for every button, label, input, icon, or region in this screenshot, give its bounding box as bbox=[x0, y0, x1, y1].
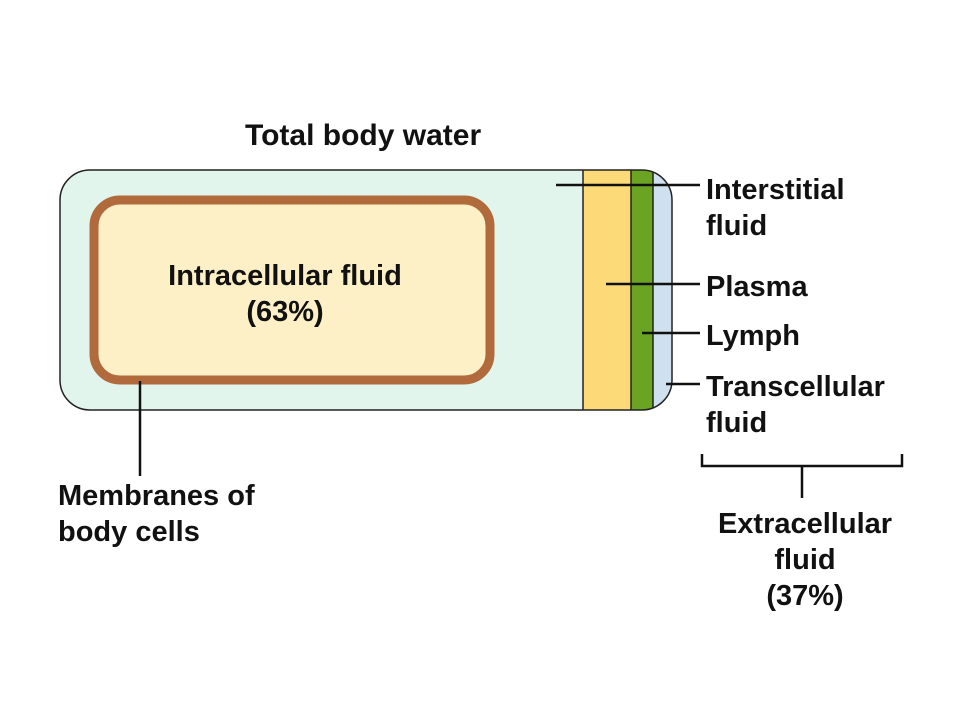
extracellular-percent: (37%) bbox=[766, 580, 844, 612]
lymph-label: Lymph bbox=[706, 320, 800, 352]
extracellular-line2: fluid bbox=[774, 544, 836, 576]
transcellular-line2: fluid bbox=[706, 407, 768, 439]
intracellular-percent: (63%) bbox=[246, 296, 324, 328]
interstitial-line2: fluid bbox=[706, 210, 768, 242]
membranes-label: Membranes of body cells bbox=[58, 478, 255, 550]
transcellular-band bbox=[653, 170, 672, 410]
extracellular-line1: Extracellular bbox=[717, 508, 893, 540]
plasma-band bbox=[583, 170, 631, 410]
transcellular-line1: Transcellular bbox=[706, 371, 885, 403]
extracellular-bracket bbox=[700, 454, 904, 498]
intracellular-name: Intracellular fluid bbox=[168, 260, 402, 292]
transcellular-fluid-label: Transcellular fluid bbox=[706, 369, 885, 441]
total-body-water-box bbox=[59, 169, 673, 411]
extracellular-fluid-label: Extracellular fluid (37%) bbox=[700, 506, 910, 614]
interstitial-line1: Interstitial bbox=[706, 174, 845, 206]
lymph-band bbox=[631, 170, 653, 410]
diagram-title: Total body water bbox=[245, 119, 482, 152]
interstitial-fluid-label: Interstitial fluid bbox=[706, 172, 845, 244]
plasma-label: Plasma bbox=[706, 271, 808, 303]
membranes-line2: body cells bbox=[58, 516, 200, 548]
membranes-line1: Membranes of bbox=[58, 480, 255, 512]
intracellular-cell bbox=[89, 195, 495, 385]
intracellular-fluid-label: Intracellular fluid (63%) bbox=[130, 258, 440, 330]
